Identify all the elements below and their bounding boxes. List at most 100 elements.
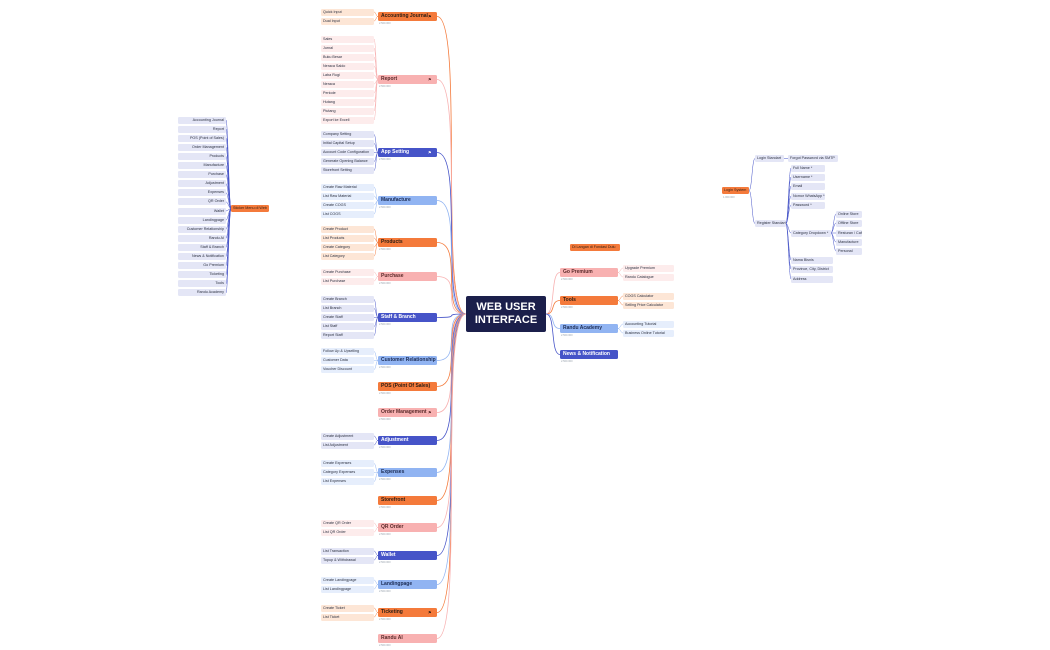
forgot-password-node[interactable]: Forgot Password via SMTP <box>788 155 838 162</box>
branch-item[interactable]: Create Purchase <box>321 268 374 276</box>
branch-item[interactable]: List COGS <box>321 210 374 218</box>
sidebar-item[interactable]: Accounting Journal <box>178 116 226 124</box>
branch-manufacture[interactable]: Manufacture <box>378 196 437 205</box>
branch-landingpage[interactable]: Landingpage <box>378 580 437 589</box>
branch-item[interactable]: Jurnal <box>321 44 374 52</box>
right-branch-news-notification[interactable]: News & Notification <box>560 350 618 359</box>
branch-wallet[interactable]: Wallet <box>378 551 437 560</box>
branch-item[interactable]: Company Setting <box>321 131 374 138</box>
sidebar-item[interactable]: POS (Point of Sales) <box>178 134 226 142</box>
right-branch-item[interactable]: COGS Calculator <box>623 292 674 300</box>
branch-item[interactable]: List Purchase <box>321 277 374 285</box>
branch-item[interactable]: Create Ticket <box>321 604 374 612</box>
branch-report[interactable]: Report <box>378 75 437 84</box>
sidebar-item[interactable]: News & Notification <box>178 253 226 260</box>
sidebar-item[interactable]: Manufacture <box>178 162 226 169</box>
login-system-node[interactable]: Login System <box>722 187 749 194</box>
register-standard-node[interactable]: Register Standart <box>755 220 786 227</box>
branch-item[interactable]: List Expenses <box>321 478 374 485</box>
branch-item[interactable]: Create Product <box>321 225 374 233</box>
register-field[interactable]: Email <box>791 182 825 190</box>
branch-item[interactable]: Export ke Excell <box>321 116 374 124</box>
category-option[interactable]: Online Store <box>836 210 862 218</box>
branch-item[interactable]: List Ticket <box>321 613 374 621</box>
sidebar-item[interactable]: Randu Academy <box>178 289 226 297</box>
branch-item[interactable]: List Category <box>321 252 374 260</box>
branch-item[interactable]: List Staff <box>321 323 374 330</box>
sidebar-item[interactable]: Ticketing <box>178 271 226 279</box>
branch-item[interactable]: Customer Data <box>321 357 374 364</box>
branch-item[interactable]: Create Staff <box>321 314 374 321</box>
branch-pos-point-of-sales[interactable]: POS (Point Of Sales) <box>378 382 437 391</box>
branch-item[interactable]: List Products <box>321 234 374 242</box>
branch-item[interactable]: Account Code Configuration <box>321 149 374 156</box>
right-branch-go-premium[interactable]: Go Premium <box>560 268 618 277</box>
right-branch-item[interactable]: Upgrade Premium <box>623 264 674 272</box>
right-branch-randu-academy[interactable]: Randu Academy <box>560 324 618 333</box>
branch-item[interactable]: Buku Besar <box>321 53 374 61</box>
branch-item[interactable]: Create COGS <box>321 201 374 209</box>
right-branch-tools[interactable]: Tools <box>560 296 618 305</box>
branch-storefront[interactable]: Storefront <box>378 496 437 505</box>
branch-item[interactable]: Laba Rugi <box>321 71 374 79</box>
sidebar-item[interactable]: Randu AI <box>178 234 226 242</box>
sidebar-item[interactable]: Wallet <box>178 207 226 215</box>
branch-item[interactable]: List Transaction <box>321 547 374 555</box>
register-field[interactable]: Address <box>791 275 833 283</box>
branch-adjustment[interactable]: Adjustment <box>378 436 437 445</box>
register-field[interactable]: Password * <box>791 201 825 209</box>
branch-order-management[interactable]: Order Management <box>378 408 437 417</box>
category-option[interactable]: Personal <box>836 247 862 255</box>
branch-item[interactable]: List Raw Material <box>321 192 374 200</box>
sidebar-item[interactable]: Tools <box>178 280 226 288</box>
branch-purchase[interactable]: Purchase <box>378 272 437 281</box>
sidebar-item[interactable]: QR Order <box>178 198 226 206</box>
branch-qr-order[interactable]: QR Order <box>378 523 437 532</box>
right-branch-item[interactable]: Selling Price Calculator <box>623 301 674 309</box>
branch-item[interactable]: Create Raw Material <box>321 183 374 191</box>
branch-item[interactable]: Dual Input <box>321 17 374 25</box>
branch-item[interactable]: Report Staff <box>321 332 374 339</box>
branch-ticketing[interactable]: Ticketing <box>378 608 437 617</box>
branch-item[interactable]: Create Landingpage <box>321 576 374 584</box>
right-branch-item[interactable]: Accounting Tutorial <box>623 320 674 328</box>
branch-item[interactable]: Topup & Withdrawal <box>321 556 374 564</box>
register-field[interactable]: Full Name * <box>791 164 825 172</box>
branch-staff-branch[interactable]: Staff & Branch <box>378 313 437 322</box>
category-dropdown-node[interactable]: Category Dropdown * <box>791 229 831 237</box>
branch-item[interactable]: Periode <box>321 89 374 97</box>
branch-randu-ai[interactable]: Randu AI <box>378 634 437 643</box>
floating-note[interactable]: Di Langan di Fondasi Dulu <box>570 244 620 251</box>
sidebar-item[interactable]: Adjustment <box>178 180 226 188</box>
branch-expenses[interactable]: Expenses <box>378 468 437 477</box>
branch-item[interactable]: Create Branch <box>321 296 374 303</box>
branch-item[interactable]: List Adjustment <box>321 441 374 449</box>
branch-item[interactable]: Neraca Saldo <box>321 62 374 70</box>
sidebar-item[interactable]: Staff & Branch <box>178 243 226 251</box>
branch-customer-relationship[interactable]: Customer Relationship <box>378 356 437 365</box>
branch-item[interactable]: Generate Opening Balance <box>321 158 374 165</box>
branch-item[interactable]: Create Adjustment <box>321 432 374 440</box>
category-option[interactable]: Manufacture <box>836 238 862 246</box>
branch-item[interactable]: Sales <box>321 35 374 43</box>
branch-item[interactable]: Storefront Setting <box>321 167 374 174</box>
branch-item[interactable]: Piutang <box>321 107 374 115</box>
sidebar-item[interactable]: Products <box>178 152 226 160</box>
sidebar-item[interactable]: Order Management <box>178 143 226 151</box>
branch-item[interactable]: Hutang <box>321 98 374 106</box>
sidebar-item[interactable]: Landingpage <box>178 216 226 224</box>
branch-accounting-journal[interactable]: Accounting Journal <box>378 12 437 21</box>
register-field[interactable]: Username * <box>791 173 825 181</box>
branch-item[interactable]: Create Expenses <box>321 460 374 467</box>
branch-item[interactable]: Category Expenses <box>321 469 374 476</box>
branch-item[interactable]: Follow Up & Upselling <box>321 348 374 355</box>
sidebar-item[interactable]: Go Premium <box>178 262 226 270</box>
branch-item[interactable]: List Branch <box>321 305 374 312</box>
branch-item[interactable]: Create Category <box>321 243 374 251</box>
branch-item[interactable]: List QR Order <box>321 528 374 536</box>
branch-item[interactable]: Voucher Discount <box>321 366 374 373</box>
sidebar-item[interactable]: Customer Relationship <box>178 225 226 233</box>
register-field[interactable]: Province, City, District <box>791 265 833 273</box>
register-field[interactable]: Nomor WhatsApp * <box>791 192 825 200</box>
